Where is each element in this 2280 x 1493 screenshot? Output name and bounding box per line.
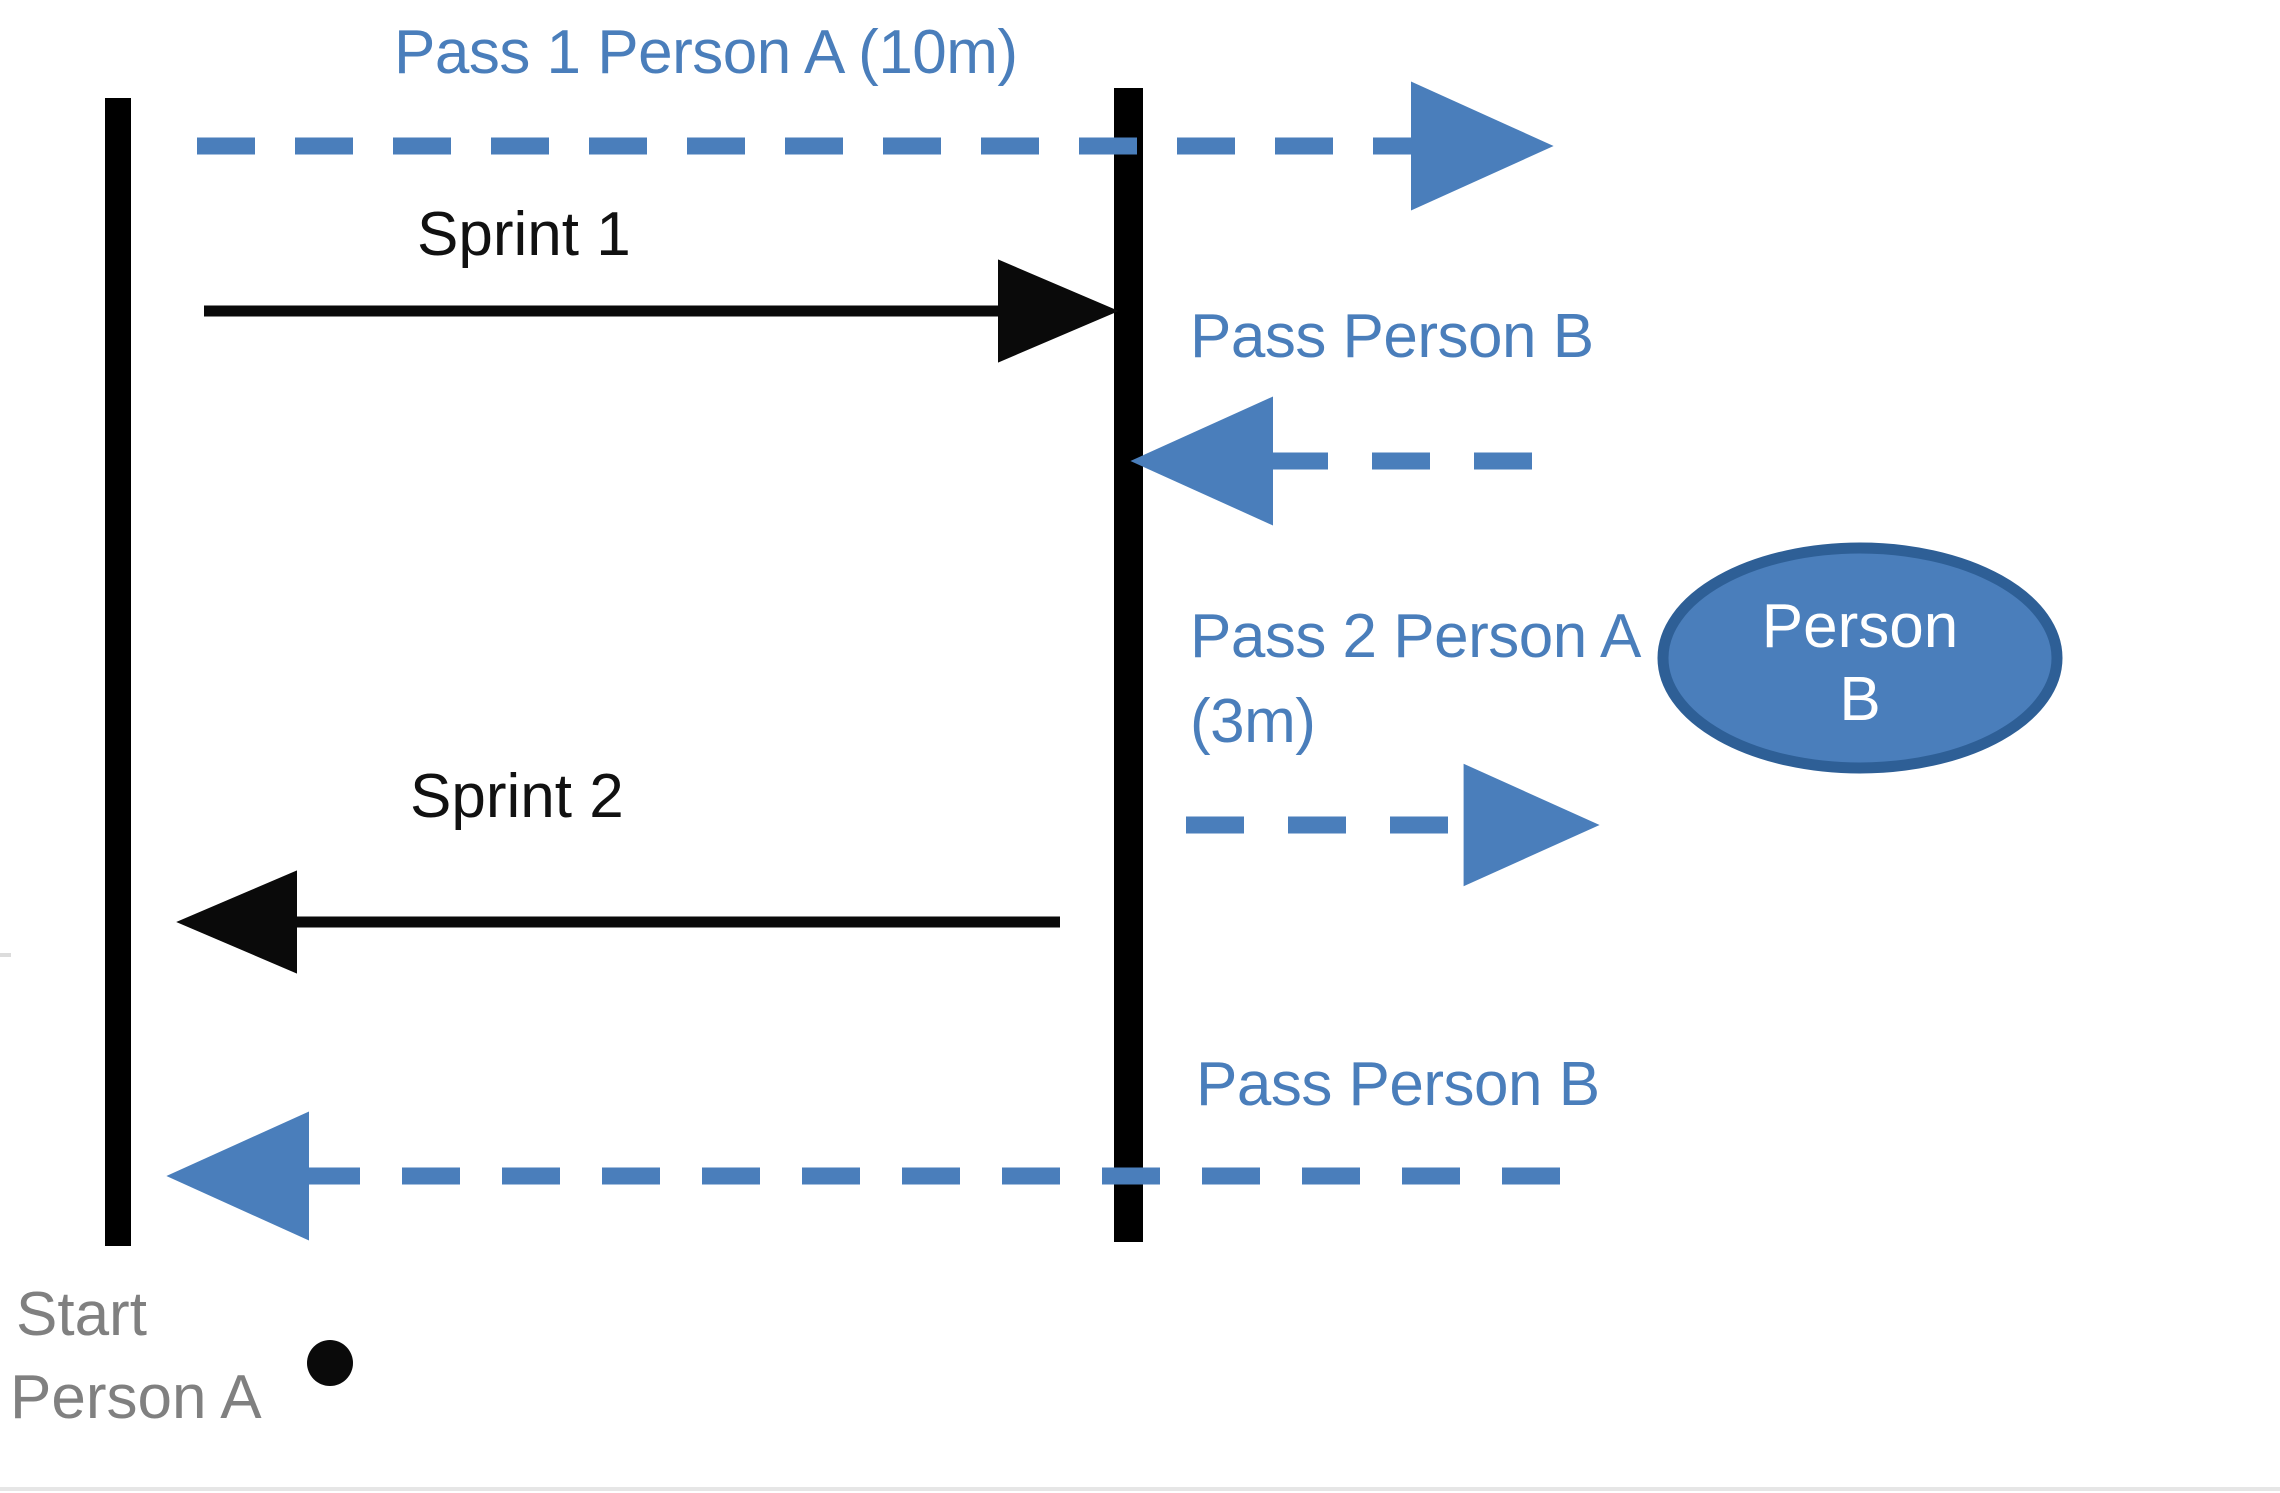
left-post-marker [105, 98, 131, 1246]
start-position-dot [307, 1340, 353, 1386]
pass-1-person-a-label: Pass 1 Person A (10m) [394, 18, 1018, 87]
page-edge-rule-bottom [0, 1487, 2280, 1491]
page-edge-tick-left [0, 953, 11, 957]
person-b-ellipse[interactable] [1657, 542, 2063, 774]
start-person-a-label-line2: Person A [10, 1363, 262, 1432]
person-b-ellipse-label: Person B [1761, 592, 1959, 735]
right-post-marker [1114, 88, 1143, 1242]
sprint-1-label: Sprint 1 [417, 200, 631, 269]
pass-person-b-top-label: Pass Person B [1190, 302, 1594, 371]
pass-2-person-a-label-line2: (3m) [1190, 687, 1316, 756]
sprint-2-label: Sprint 2 [410, 762, 624, 831]
start-person-a-label-line1: Start [16, 1280, 147, 1349]
pass-person-b-bottom-label: Pass Person B [1196, 1050, 1600, 1119]
pass-2-person-a-label-line1: Pass 2 Person A [1190, 602, 1641, 671]
